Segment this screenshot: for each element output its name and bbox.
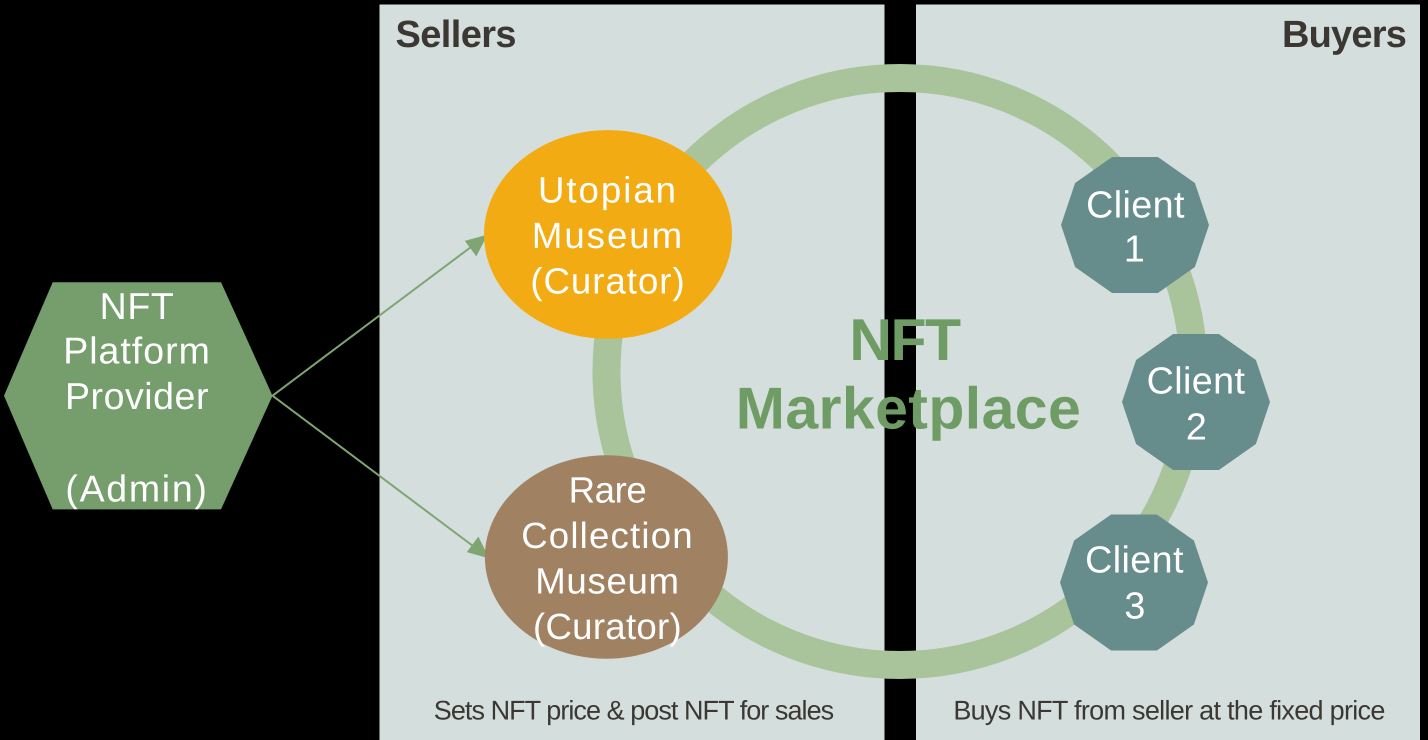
svg-text:Sets NFT price & post NFT for: Sets NFT price & post NFT for sales [434, 695, 834, 725]
svg-text:Marketplace: Marketplace [736, 376, 1081, 442]
svg-text:Client: Client [1085, 539, 1184, 581]
svg-text:1: 1 [1124, 228, 1145, 270]
svg-text:(Curator): (Curator) [533, 606, 682, 647]
svg-text:Buyers: Buyers [1282, 14, 1406, 56]
svg-text:Rare: Rare [569, 469, 647, 510]
svg-text:Platform: Platform [63, 330, 211, 372]
svg-text:Provider: Provider [65, 375, 209, 417]
svg-text:Museum: Museum [532, 215, 684, 256]
svg-text:Museum: Museum [535, 560, 679, 601]
svg-text:Client: Client [1086, 184, 1185, 226]
svg-text:2: 2 [1186, 405, 1207, 447]
svg-text:(Curator): (Curator) [530, 260, 685, 301]
svg-text:Client: Client [1147, 359, 1246, 401]
svg-text:Collection: Collection [521, 515, 694, 556]
svg-text:NFT: NFT [100, 285, 175, 327]
svg-text:(Admin): (Admin) [65, 467, 208, 509]
svg-text:3: 3 [1124, 585, 1145, 627]
svg-text:Buys NFT from seller at the fi: Buys NFT from seller at the fixed price [953, 695, 1384, 725]
svg-text:NFT: NFT [849, 307, 961, 373]
svg-text:Sellers: Sellers [396, 14, 516, 56]
svg-text:Utopian: Utopian [538, 169, 678, 210]
